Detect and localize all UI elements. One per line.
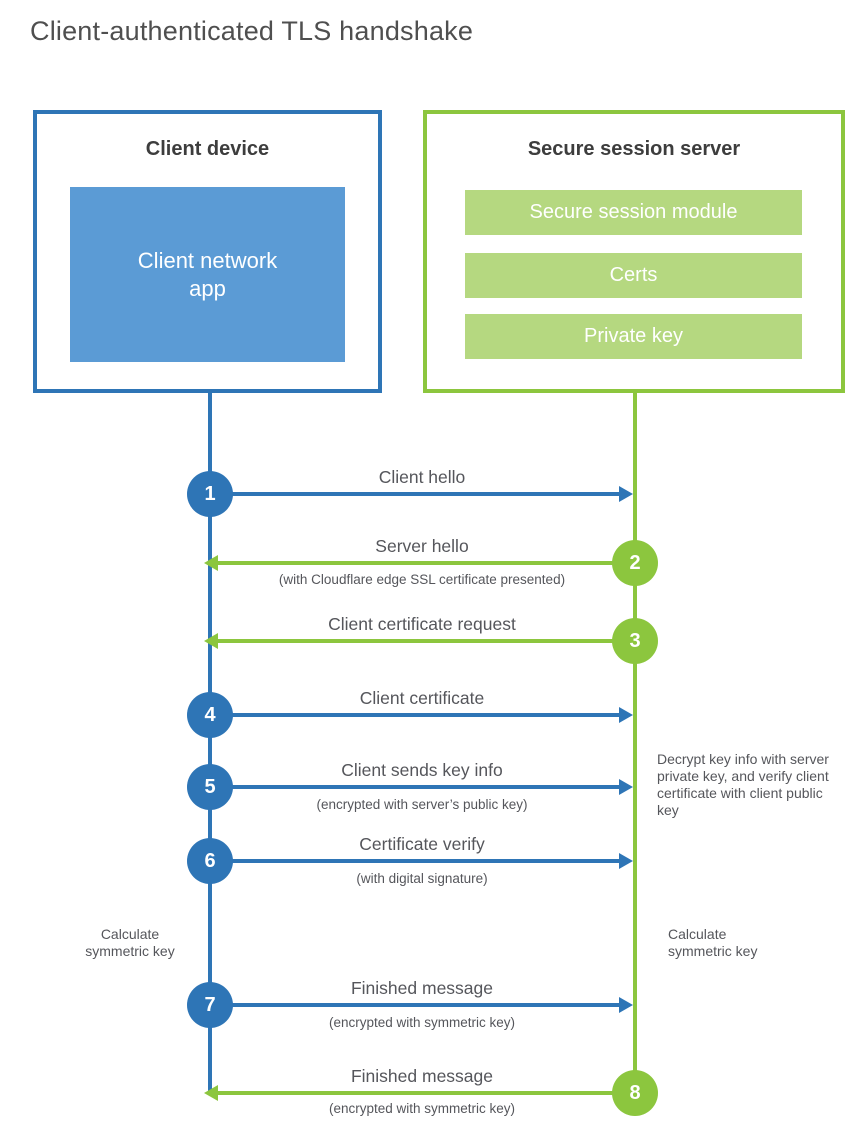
step-3-circle: 3: [612, 618, 658, 664]
step-6-label: Certificate verify: [359, 834, 485, 854]
client-lifeline: [208, 391, 212, 1093]
calculate-symmetric-key-left-note: Calculate symmetric key: [85, 926, 175, 959]
step-5-number: 5: [204, 775, 216, 798]
calculate-symmetric-key-right-note: Calculate symmetric key: [668, 926, 758, 959]
step-5-label: Client sends key info: [341, 760, 503, 780]
step-8-arrow-line: [218, 1091, 635, 1095]
step-1-arrow-line: [212, 492, 619, 496]
step-8-circle: 8: [612, 1070, 658, 1116]
step-4-arrowhead-right-icon: [619, 707, 633, 723]
step-7-number: 7: [204, 993, 216, 1016]
client-device-box: Client device Client network app: [33, 110, 382, 393]
step-2-circle: 2: [612, 540, 658, 586]
client-network-app-label: Client network app: [137, 247, 278, 301]
step-6-arrow-line: [212, 859, 619, 863]
step-5-subtitle: (encrypted with server’s public key): [316, 797, 528, 812]
step-8-arrowhead-left-icon: [204, 1085, 218, 1101]
step-3-number: 3: [629, 629, 641, 652]
step-6-circle: 6: [187, 838, 233, 884]
step-2-subtitle: (with Cloudflare edge SSL certificate pr…: [278, 572, 566, 587]
step-7-arrow-line: [212, 1003, 619, 1007]
step-4-circle: 4: [187, 692, 233, 738]
step-4-number: 4: [204, 703, 216, 726]
server-module-bar-secure-session-module: Secure session module: [465, 190, 802, 235]
step-1-number: 1: [204, 482, 216, 505]
client-network-app-box: Client network app: [70, 187, 345, 362]
server-module-bar-private-key: Private key: [465, 314, 802, 359]
server-module-bar-certs: Certs: [465, 253, 802, 298]
step-5-arrowhead-right-icon: [619, 779, 633, 795]
secure-session-server-box: Secure session server Secure session mod…: [423, 110, 845, 393]
step-2-arrowhead-left-icon: [204, 555, 218, 571]
step-6-subtitle: (with digital signature): [356, 871, 488, 886]
step-4-label: Client certificate: [359, 688, 485, 708]
step-7-subtitle: (encrypted with symmetric key): [328, 1015, 516, 1030]
server-lifeline: [633, 391, 637, 1093]
step-8-label: Finished message: [350, 1066, 494, 1086]
step-8-subtitle: (encrypted with symmetric key): [328, 1101, 516, 1116]
step-1-circle: 1: [187, 471, 233, 517]
step-5-arrow-line: [212, 785, 619, 789]
step-6-arrowhead-right-icon: [619, 853, 633, 869]
step-2-arrow-line: [218, 561, 635, 565]
client-device-title: Client device: [145, 138, 270, 160]
step-7-circle: 7: [187, 982, 233, 1028]
step-1-label: Client hello: [378, 467, 466, 487]
step-3-arrow-line: [218, 639, 635, 643]
step-2-label: Server hello: [375, 536, 469, 556]
step-3-label: Client certificate request: [328, 614, 516, 634]
step-2-number: 2: [629, 551, 641, 574]
step-5-circle: 5: [187, 764, 233, 810]
page-title: Client-authenticated TLS handshake: [30, 16, 474, 46]
step-7-label: Finished message: [350, 978, 494, 998]
step-3-arrowhead-left-icon: [204, 633, 218, 649]
decrypt-key-info-note: Decrypt key info with server private key…: [657, 751, 829, 818]
step-7-arrowhead-right-icon: [619, 997, 633, 1013]
step-1-arrowhead-right-icon: [619, 486, 633, 502]
secure-session-server-title: Secure session server: [527, 138, 741, 160]
step-4-arrow-line: [212, 713, 619, 717]
step-6-number: 6: [204, 849, 216, 872]
step-8-number: 8: [629, 1081, 641, 1104]
